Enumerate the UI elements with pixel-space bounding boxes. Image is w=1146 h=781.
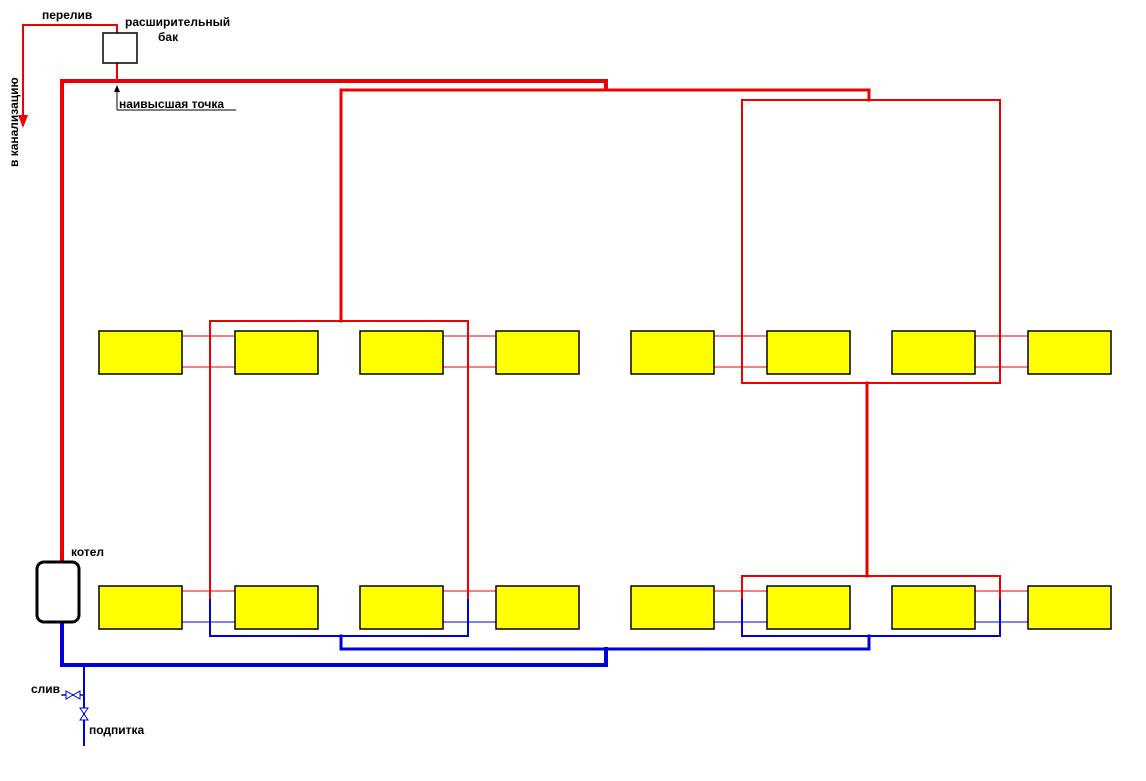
drain-valve-icon	[65, 690, 81, 700]
overflow-pipe	[22, 24, 118, 119]
return-main	[60, 620, 608, 667]
radiators-upper	[98, 330, 1112, 375]
return-loop-left	[209, 599, 469, 637]
makeup-valve-icon	[79, 707, 89, 721]
supply-header-secondary	[339, 88, 871, 323]
radiator	[766, 585, 851, 630]
highest-point-label: наивысшая точка	[119, 97, 224, 111]
radiator	[891, 330, 976, 375]
radiator	[234, 585, 319, 630]
radiator	[98, 585, 183, 630]
radiator	[495, 330, 580, 375]
radiator	[630, 330, 715, 375]
tank-label-line1: расширительный	[125, 15, 230, 29]
highest-point-pointer	[114, 85, 236, 111]
boiler-label: котел	[71, 545, 104, 559]
expansion-tank-icon	[102, 32, 138, 64]
return-loop-right	[741, 599, 1001, 637]
radiator	[766, 330, 851, 375]
to-sewer-label: в канализацию	[7, 77, 21, 167]
radiator	[98, 330, 183, 375]
radiator	[1027, 330, 1112, 375]
return-pipes	[60, 599, 1001, 746]
radiator	[891, 585, 976, 630]
supply-loop-right-upper	[741, 99, 1001, 384]
supply-main-riser	[60, 79, 608, 565]
radiator	[359, 330, 444, 375]
makeup-label: подпитка	[89, 723, 145, 737]
radiator-links-upper	[182, 335, 1028, 368]
radiator	[495, 585, 580, 630]
radiators-lower	[98, 585, 1112, 630]
radiator-links-lower	[182, 590, 1028, 623]
overflow-label: перелив	[42, 8, 92, 22]
radiator	[234, 330, 319, 375]
overflow-arrow	[18, 115, 28, 128]
radiator	[1027, 585, 1112, 630]
radiator	[630, 585, 715, 630]
radiator	[359, 585, 444, 630]
boiler-icon	[35, 560, 81, 624]
tank-label-line2: бак	[158, 30, 179, 44]
drain-label: слив	[31, 682, 60, 696]
